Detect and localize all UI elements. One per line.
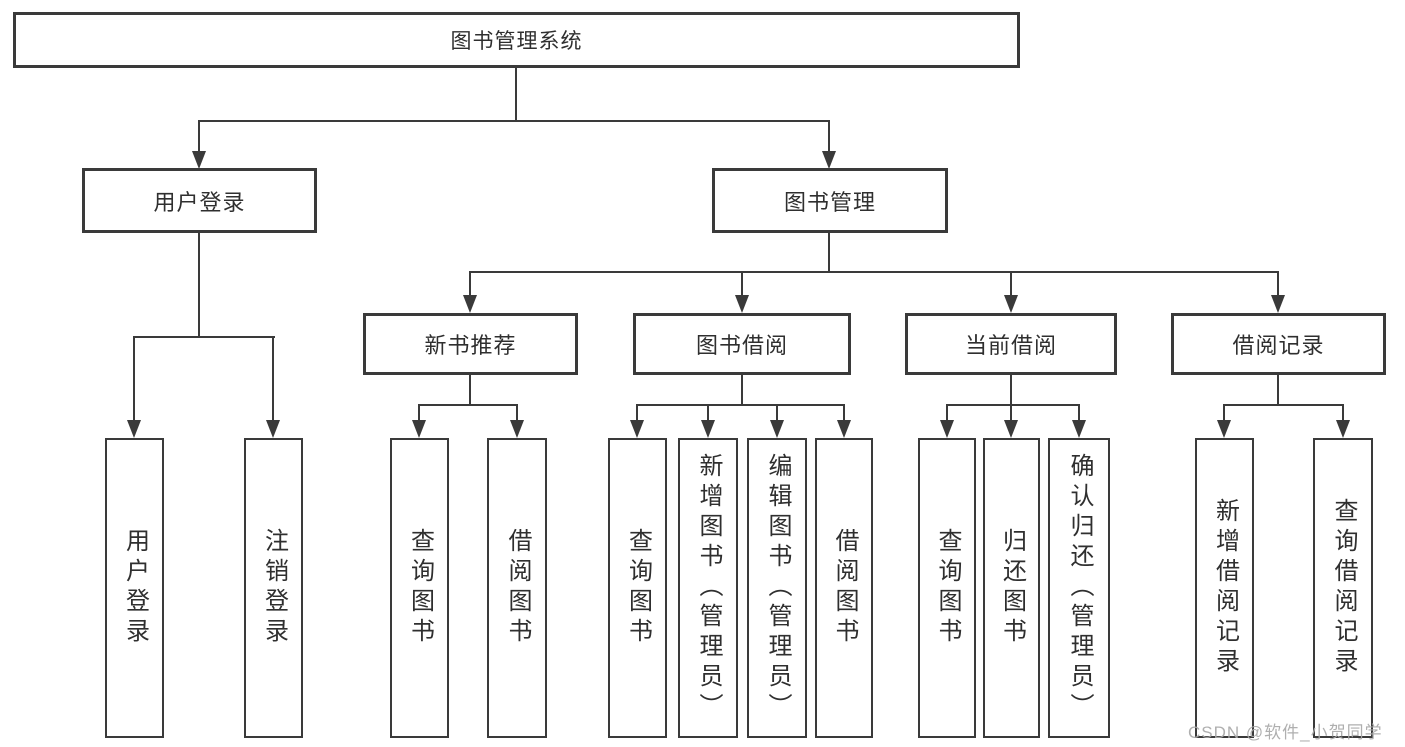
connector-arrow — [630, 420, 644, 438]
node-current-borrowing: 当前借阅 — [905, 313, 1117, 375]
connector-line — [516, 404, 518, 422]
node-book-borrowing: 图书借阅 — [633, 313, 851, 375]
connector-arrow — [1336, 420, 1350, 438]
connector-line — [133, 336, 135, 422]
leaf-label: 确认归还（管理员） — [1066, 453, 1093, 723]
leaf-confirm-return-admin: 确认归还（管理员） — [1048, 438, 1110, 738]
connector-line — [1010, 404, 1012, 422]
connector-line — [946, 404, 948, 422]
node-root: 图书管理系统 — [13, 12, 1020, 68]
leaf-label: 借阅图书 — [831, 528, 858, 648]
leaf-return-book: 归还图书 — [983, 438, 1040, 738]
connector-line — [1277, 271, 1279, 297]
leaf-label: 归还图书 — [998, 528, 1026, 648]
connector-line — [741, 375, 743, 406]
node-label: 当前借阅 — [964, 333, 1057, 358]
connector-arrow — [1217, 420, 1231, 438]
leaf-label: 新增借阅记录 — [1211, 498, 1239, 678]
connector-line — [198, 233, 200, 338]
node-label: 新书推荐 — [424, 333, 517, 358]
connector-arrow — [735, 295, 749, 313]
leaf-add-book-admin: 新增图书（管理员） — [678, 438, 738, 738]
csdn-watermark: CSDN @软件_小贺同学 — [1188, 723, 1383, 742]
connector-line — [636, 404, 845, 406]
leaf-user-login: 用户登录 — [105, 438, 164, 738]
connector-line — [272, 336, 274, 422]
connector-line — [828, 120, 830, 154]
leaf-logout: 注销登录 — [244, 438, 303, 738]
connector-arrow — [463, 295, 477, 313]
connector-line — [198, 120, 200, 154]
connector-arrow — [1072, 420, 1086, 438]
connector-line — [515, 68, 517, 122]
leaf-label: 编辑图书（管理员） — [764, 453, 791, 723]
connector-line — [133, 336, 275, 338]
connector-arrow — [822, 151, 836, 169]
leaf-label: 借阅图书 — [504, 528, 531, 648]
node-book-management: 图书管理 — [712, 168, 948, 233]
connector-arrow — [127, 420, 141, 438]
leaf-label: 查询图书 — [624, 528, 652, 648]
node-label: 借阅记录 — [1232, 333, 1325, 358]
leaf-label: 查询图书 — [934, 528, 961, 648]
node-label: 图书管理系统 — [450, 30, 583, 53]
leaf-label: 用户登录 — [121, 528, 149, 648]
connector-arrow — [701, 420, 715, 438]
node-user-login: 用户登录 — [82, 168, 317, 233]
connector-line — [1010, 271, 1012, 297]
connector-line — [1223, 404, 1344, 406]
connector-line — [946, 404, 1080, 406]
connector-arrow — [1271, 295, 1285, 313]
leaf-label: 查询借阅记录 — [1330, 498, 1357, 678]
leaf-edit-book-admin: 编辑图书（管理员） — [747, 438, 807, 738]
connector-line — [418, 404, 420, 422]
connector-arrow — [837, 420, 851, 438]
connector-arrow — [770, 420, 784, 438]
node-new-book-recommend: 新书推荐 — [363, 313, 578, 375]
connector-line — [707, 404, 709, 422]
leaf-borrow-books: 借阅图书 — [815, 438, 873, 738]
node-label: 用户登录 — [153, 189, 246, 215]
leaf-query-books-current: 查询图书 — [918, 438, 976, 738]
connector-line — [843, 404, 845, 422]
connector-line — [418, 404, 518, 406]
connector-arrow — [1004, 420, 1018, 438]
node-label: 图书管理 — [783, 189, 876, 215]
connector-line — [741, 271, 743, 297]
connector-line — [1010, 375, 1012, 406]
leaf-borrow-books-recommend: 借阅图书 — [487, 438, 547, 738]
connector-line — [1277, 375, 1279, 406]
connector-arrow — [940, 420, 954, 438]
leaf-query-books-borrow: 查询图书 — [608, 438, 667, 738]
connector-arrow — [510, 420, 524, 438]
connector-arrow — [266, 420, 280, 438]
connector-line — [1342, 404, 1344, 422]
leaf-query-borrow-record: 查询借阅记录 — [1313, 438, 1373, 738]
node-label: 图书借阅 — [695, 333, 788, 358]
connector-line — [469, 375, 471, 406]
connector-arrow — [412, 420, 426, 438]
leaf-label: 注销登录 — [260, 528, 288, 648]
connector-line — [1078, 404, 1080, 422]
connector-arrow — [192, 151, 206, 169]
connector-arrow — [1004, 295, 1018, 313]
leaf-add-borrow-record: 新增借阅记录 — [1195, 438, 1254, 738]
connector-line — [198, 120, 829, 122]
connector-line — [469, 271, 471, 297]
leaf-label: 查询图书 — [406, 528, 434, 648]
connector-line — [1223, 404, 1225, 422]
leaf-label: 新增图书（管理员） — [695, 453, 722, 723]
connector-line — [636, 404, 638, 422]
connector-line — [828, 233, 830, 273]
connector-line — [776, 404, 778, 422]
leaf-query-books-recommend: 查询图书 — [390, 438, 449, 738]
connector-line — [469, 271, 1279, 273]
node-borrowing-records: 借阅记录 — [1171, 313, 1386, 375]
